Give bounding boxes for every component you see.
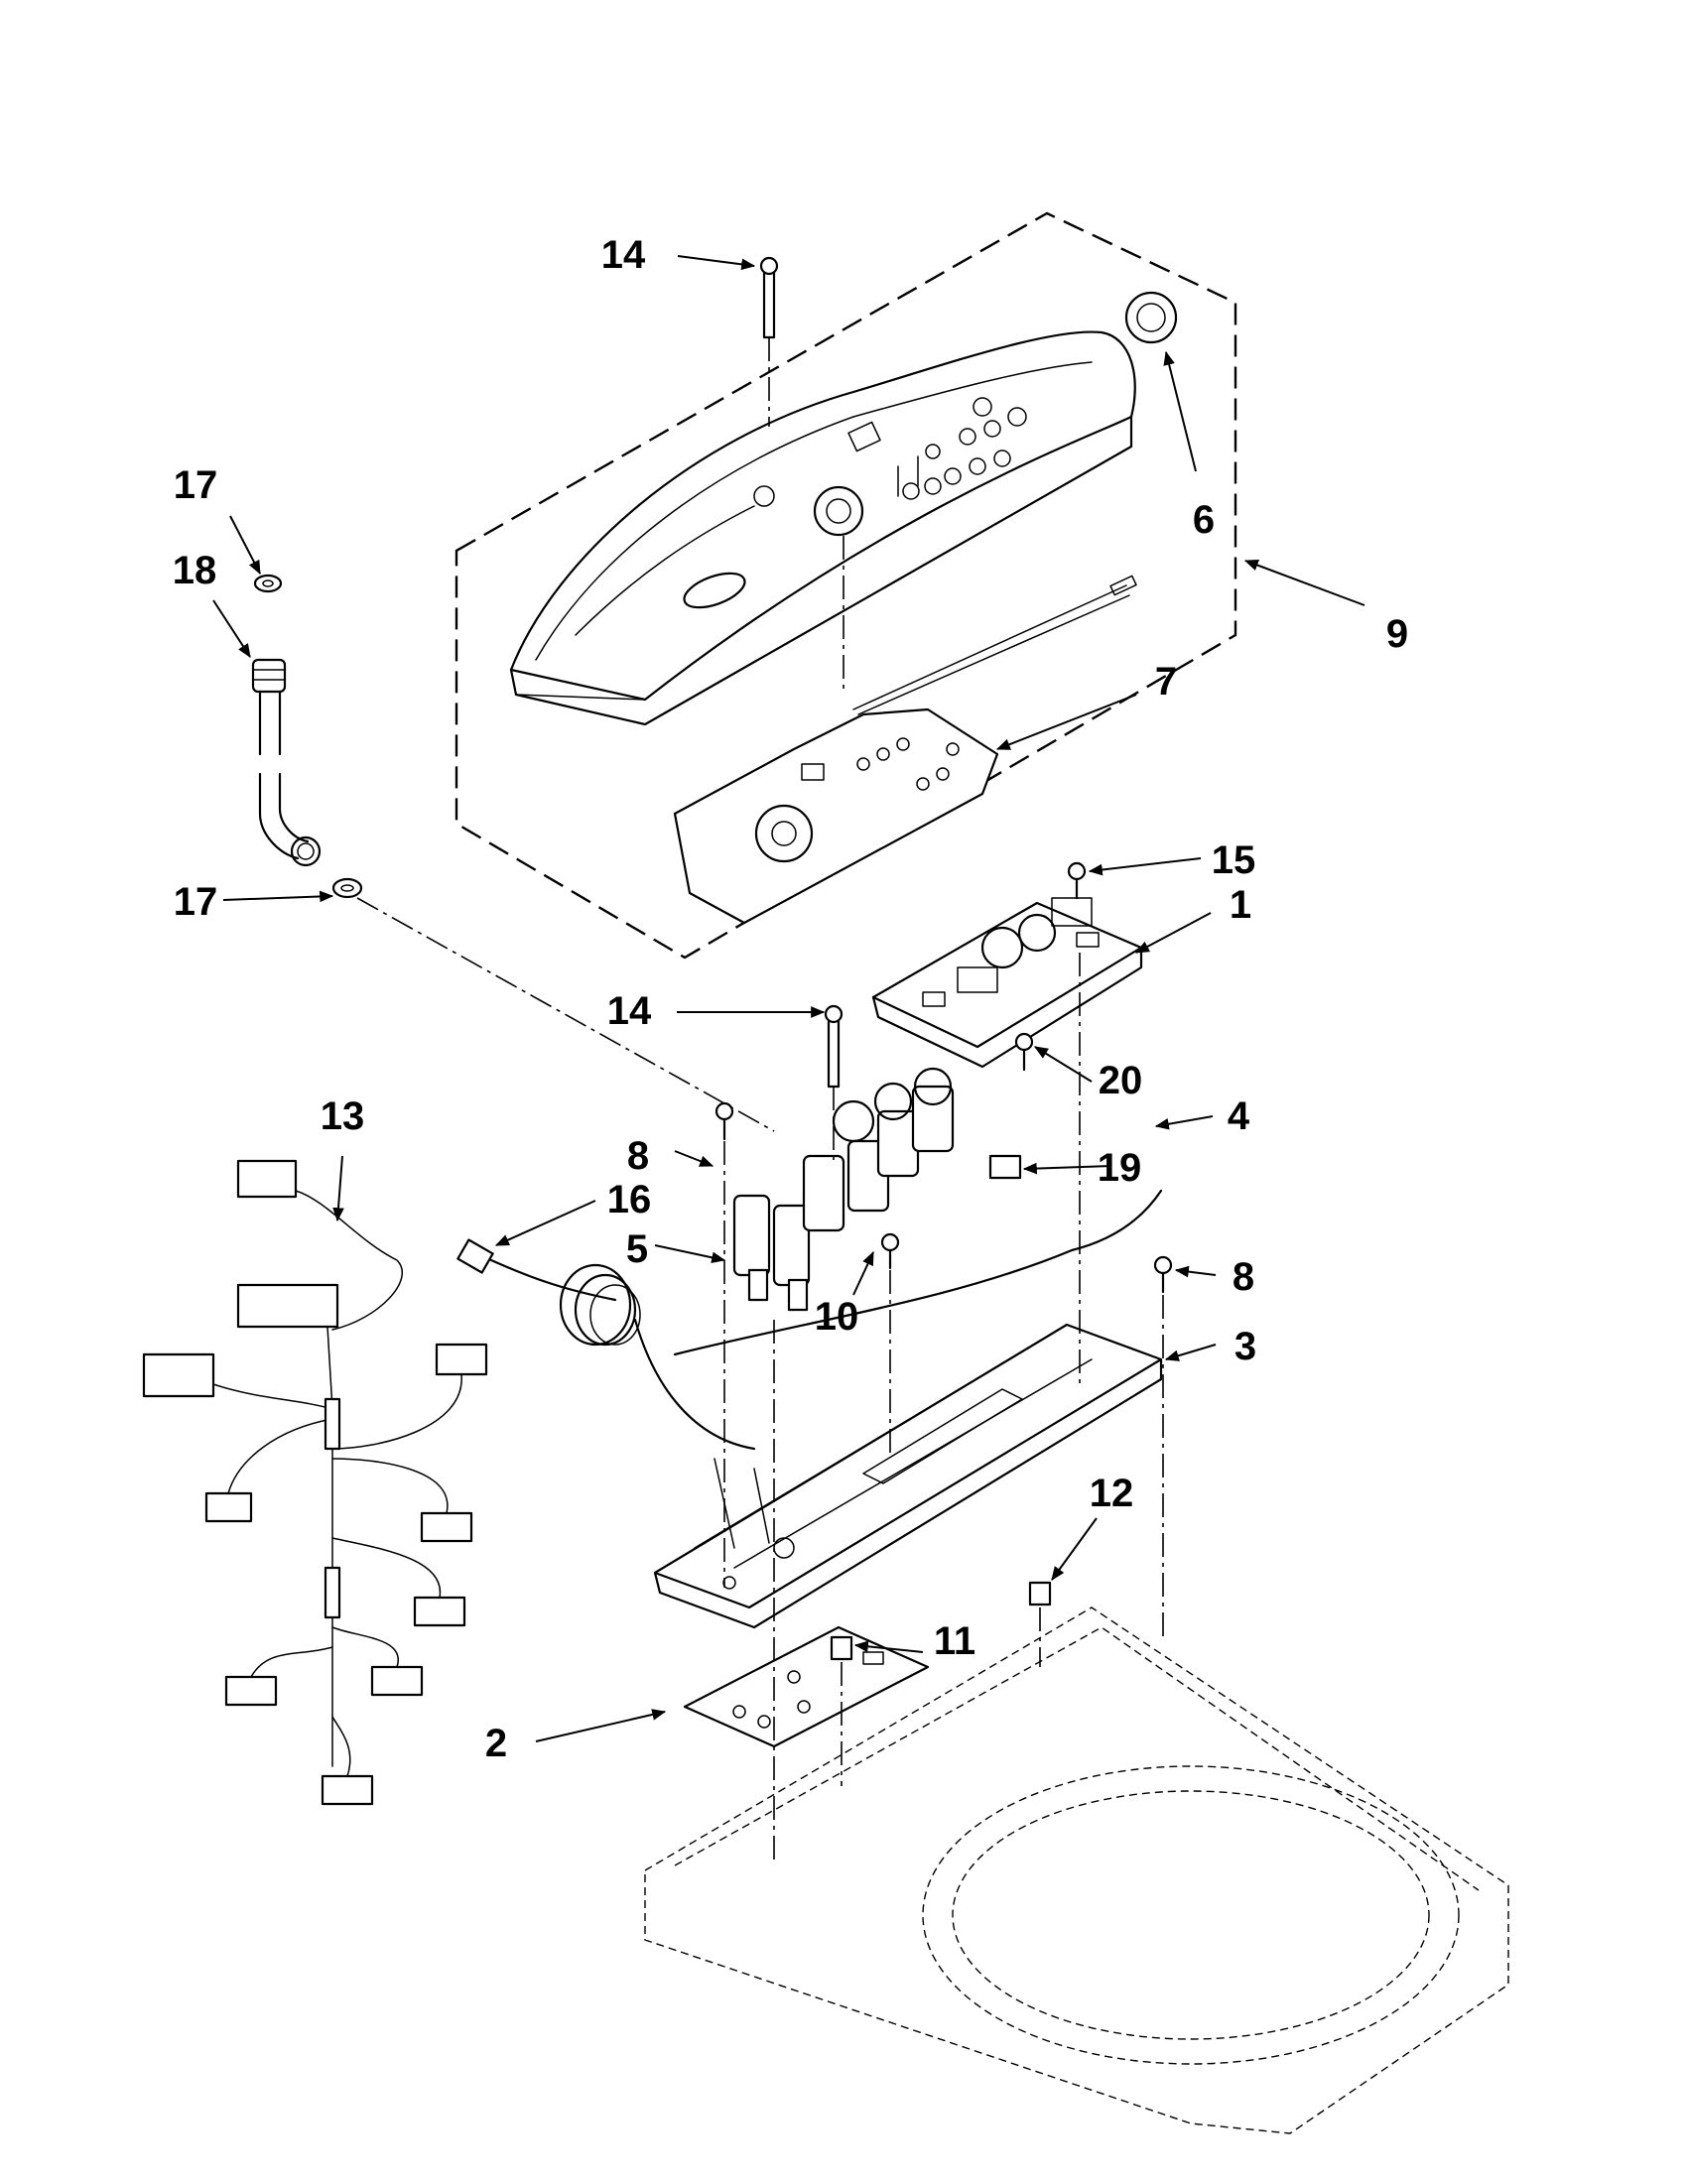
callout-3: 3 xyxy=(1234,1325,1256,1368)
callout-15: 15 xyxy=(1212,838,1256,882)
callout-11: 11 xyxy=(934,1619,975,1663)
callout-10: 10 xyxy=(815,1295,859,1339)
callout-19: 19 xyxy=(1098,1146,1142,1190)
water-inlet-valve xyxy=(732,1067,955,1312)
callout-1: 1 xyxy=(1230,883,1251,927)
callout-14: 14 xyxy=(601,233,646,277)
callout-17: 17 xyxy=(174,880,218,924)
callout-14: 14 xyxy=(607,989,652,1033)
callout-6: 6 xyxy=(1193,498,1215,542)
callout-17: 17 xyxy=(174,463,218,507)
leader-arrows xyxy=(212,255,1365,1742)
callout-5: 5 xyxy=(626,1227,648,1271)
cabinet-top-ghost xyxy=(644,1606,1509,2134)
callout-7: 7 xyxy=(1155,660,1177,704)
wire-harness xyxy=(142,1159,488,1806)
callout-labels: 14 17 18 6 9 7 17 15 1 14 13 20 4 8 19 1… xyxy=(173,233,1408,1765)
power-cord xyxy=(456,1238,756,1451)
console-panel xyxy=(509,291,1178,726)
callout-4: 4 xyxy=(1228,1094,1250,1138)
callout-12: 12 xyxy=(1090,1472,1134,1515)
machine-control-board xyxy=(871,897,1143,1069)
pressure-hose-assembly xyxy=(251,574,363,899)
mounting-plate xyxy=(683,1625,930,1748)
console-base xyxy=(653,1189,1163,1629)
assembly-lines xyxy=(356,337,1164,1865)
callout-13: 13 xyxy=(321,1094,365,1138)
callout-16: 16 xyxy=(607,1178,652,1221)
callout-20: 20 xyxy=(1099,1059,1143,1102)
callout-8: 8 xyxy=(627,1134,649,1178)
callout-2: 2 xyxy=(485,1722,507,1765)
callout-18: 18 xyxy=(173,549,217,592)
callout-8: 8 xyxy=(1233,1255,1254,1299)
fasteners xyxy=(714,256,1173,1661)
user-interface-board xyxy=(673,575,1137,925)
console-assembly-outline xyxy=(454,211,1237,960)
callout-9: 9 xyxy=(1386,612,1408,656)
